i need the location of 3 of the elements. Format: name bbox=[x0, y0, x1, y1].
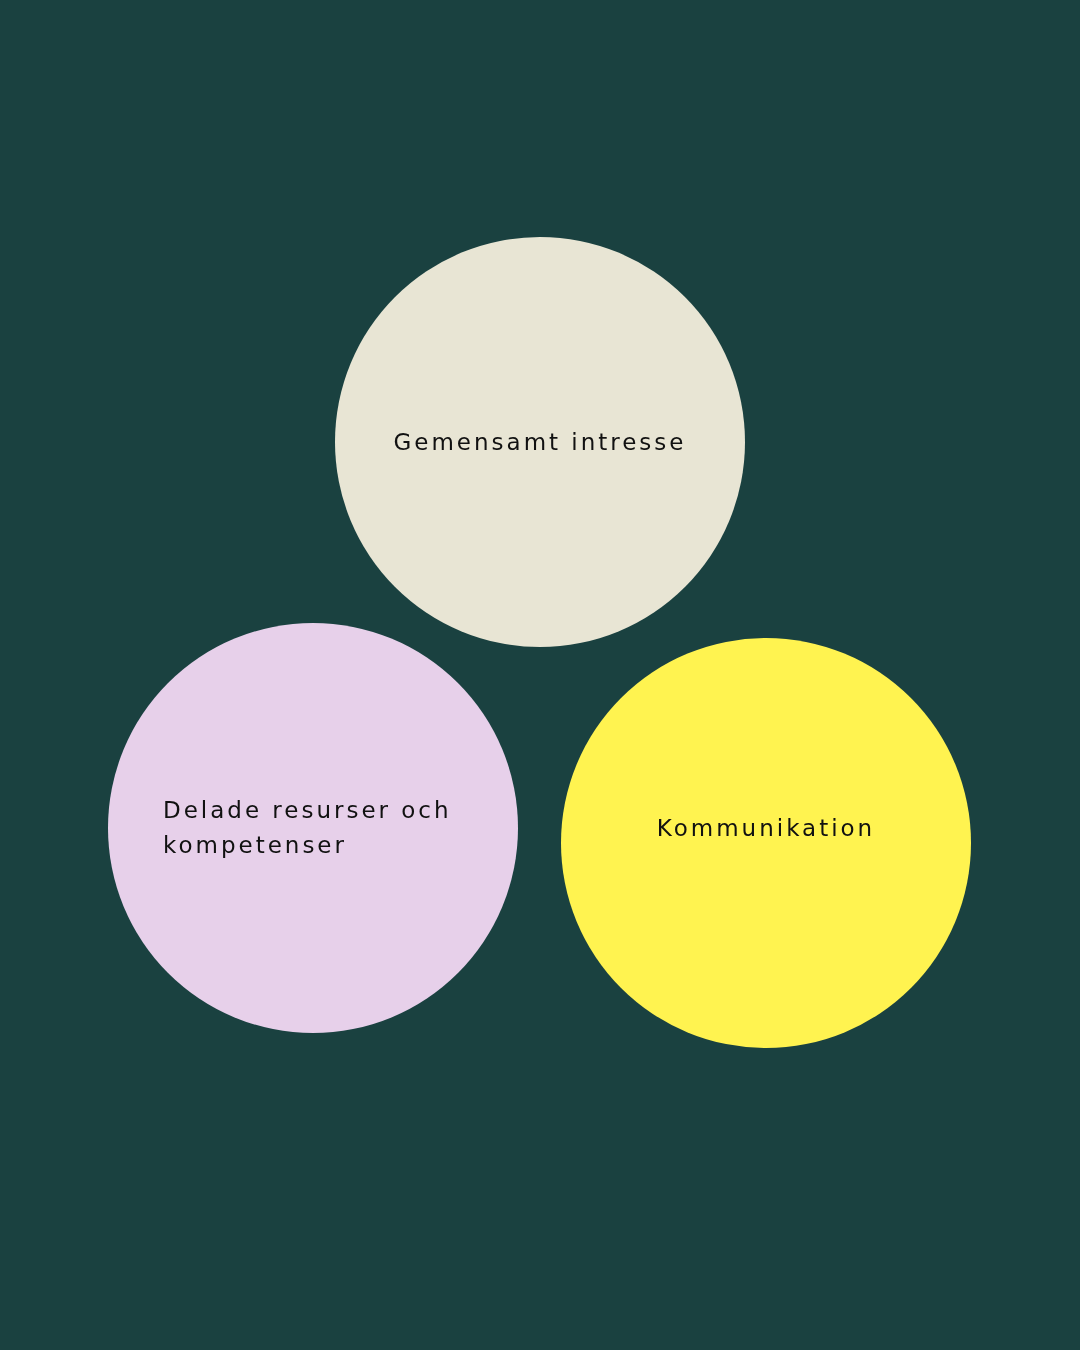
circle-label: Kommunikation bbox=[656, 813, 876, 843]
circle-label: Gemensamt intresse bbox=[393, 427, 687, 457]
circle-label: Delade resurser och kompetenser bbox=[163, 796, 453, 860]
